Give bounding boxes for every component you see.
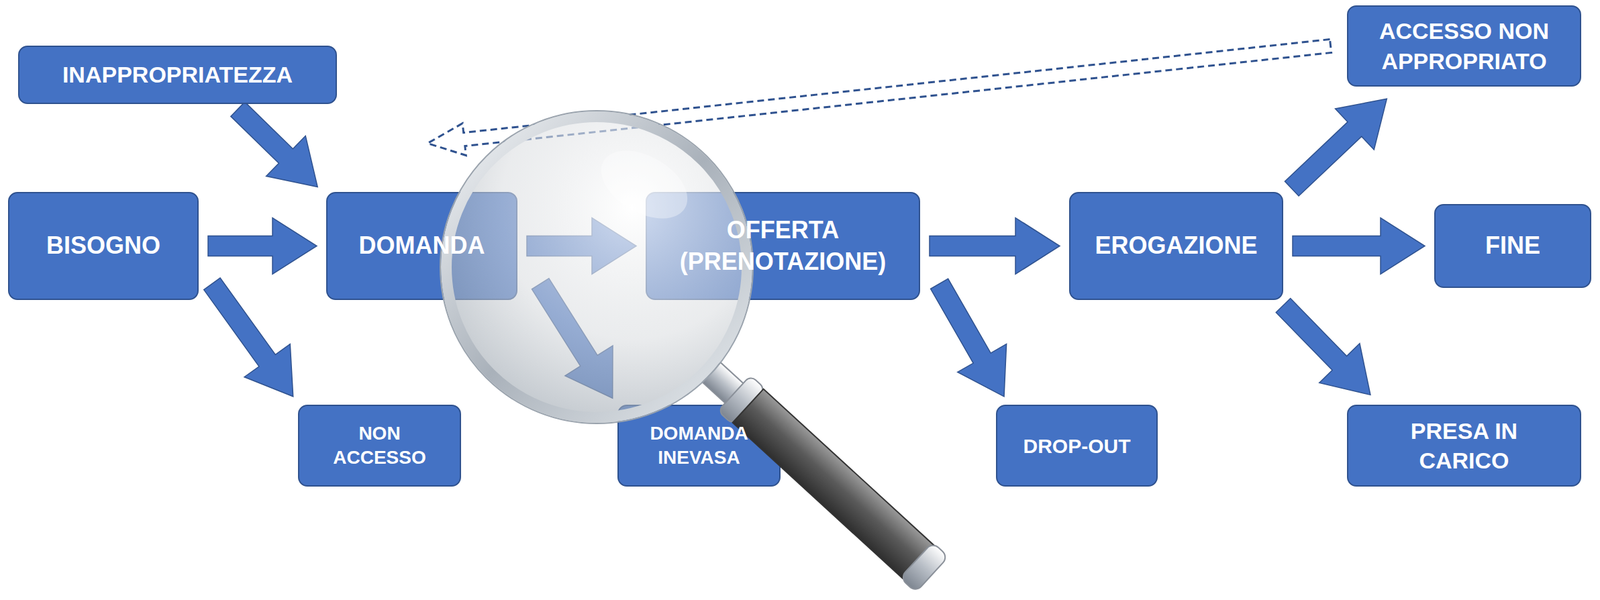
box-label: PRESA IN CARICO — [1380, 416, 1549, 476]
flow-arrow — [532, 278, 613, 398]
glass-highlight — [589, 136, 699, 233]
flow-arrow — [1292, 218, 1425, 275]
flow-arrow — [1284, 98, 1387, 196]
box-label: INAPPROPRIATEZZA — [62, 59, 293, 90]
magnifier-glass — [447, 118, 746, 417]
box-label: DOMANDA INEVASA — [635, 421, 764, 471]
box-label: BISOGNO — [46, 230, 161, 262]
box-label: DOMANDA — [359, 230, 486, 262]
magnifier-rim — [446, 116, 747, 418]
box-label: OFFERTA (PRENOTAZIONE) — [662, 214, 905, 278]
flow-arrow — [204, 277, 294, 397]
box-label: ACCESSO NON APPROPRIATO — [1363, 16, 1566, 76]
outcome-box: NON ACCESSO — [297, 404, 462, 487]
box-label: FINE — [1485, 230, 1541, 262]
outcome-box: INAPPROPRIATEZZA — [18, 45, 337, 105]
box-label: NON ACCESSO — [329, 421, 431, 471]
flow-arrow — [230, 102, 318, 188]
flow-arrow — [1275, 298, 1371, 396]
feedback-arrow — [427, 39, 1332, 156]
process-box: FINE — [1434, 204, 1592, 288]
flow-arrow — [526, 218, 637, 275]
magnifier-handle — [695, 354, 949, 592]
box-label: EROGAZIONE — [1094, 230, 1258, 262]
flow-arrow — [208, 218, 317, 275]
process-box: BISOGNO — [8, 191, 199, 300]
outcome-box: DROP-OUT — [995, 404, 1158, 487]
outcome-box: PRESA IN CARICO — [1346, 404, 1582, 487]
outcome-box: DOMANDA INEVASA — [617, 404, 781, 487]
outcome-box: ACCESSO NON APPROPRIATO — [1346, 5, 1582, 87]
process-box: OFFERTA (PRENOTAZIONE) — [645, 191, 921, 300]
process-box: DOMANDA — [326, 191, 518, 300]
flow-arrow — [929, 218, 1060, 275]
magnifier-rim-edge — [440, 110, 754, 424]
process-box: EROGAZIONE — [1069, 191, 1284, 300]
flow-arrow — [930, 278, 1007, 396]
box-label: DROP-OUT — [1023, 432, 1131, 460]
